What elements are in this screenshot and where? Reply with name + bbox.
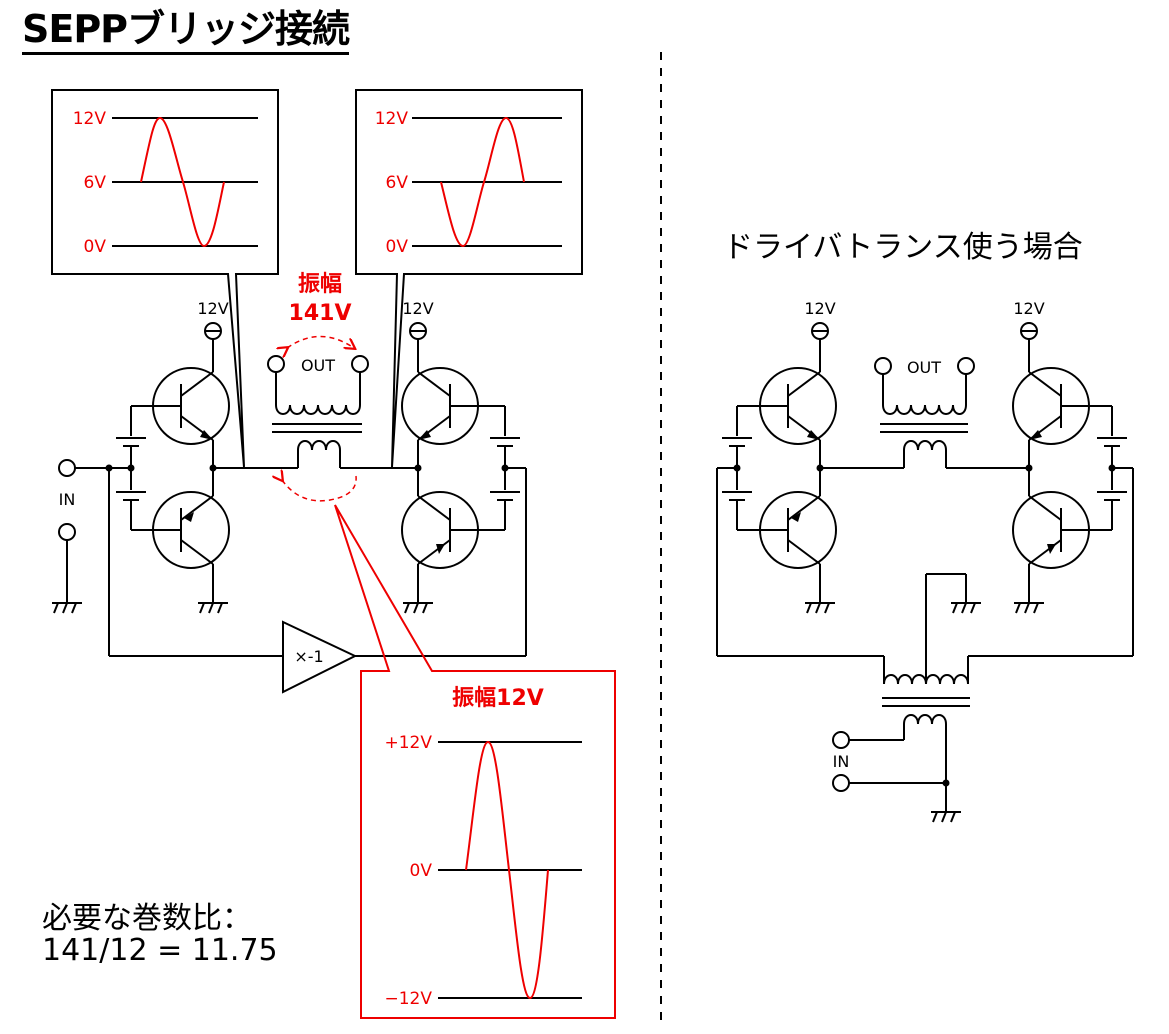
waveform-callout-bottom: 振幅12V +12V 0V −12V (334, 504, 616, 1019)
turns-ratio-formula: 141/12 = 11.75 (42, 933, 278, 968)
level-label: 0V (84, 237, 107, 257)
level-label: −12V (384, 989, 432, 1009)
supply-label-left: 12V (197, 299, 228, 318)
supply-label-left-drv: 12V (804, 299, 835, 318)
input-terminal-left (58, 459, 76, 477)
output-terminal-a (267, 355, 285, 373)
output-label-drv: OUT (907, 358, 941, 377)
page-title: SEPPブリッジ接続 (22, 6, 350, 55)
inverter-label: ×-1 (294, 647, 323, 666)
output-terminal-b (351, 355, 369, 373)
level-label: 6V (386, 173, 409, 193)
turns-ratio-label: 必要な巻数比： (42, 901, 252, 936)
left-circuit: 12V 6V 0V 12V 6V 0V 12V 12V (51, 89, 583, 694)
inverter-amplifier (282, 620, 358, 694)
output-label-left: OUT (301, 356, 335, 375)
level-label: 0V (410, 861, 433, 881)
level-label: +12V (384, 733, 432, 753)
swing-label: 振幅 (298, 272, 342, 297)
driver-transformer-title: ドライバトランス使う場合 (723, 230, 1083, 265)
level-label: 6V (84, 173, 107, 193)
waveform-callout-right: 12V 6V 0V (355, 89, 583, 468)
input-label-drv: IN (833, 752, 850, 771)
right-circuit: 12V 12V (716, 299, 1134, 823)
level-label: 12V (73, 109, 107, 129)
level-label: 0V (386, 237, 409, 257)
swing-arrow-output (287, 335, 354, 349)
swing-arrow-primary (282, 476, 357, 502)
bottom-wave-title: 振幅12V (452, 686, 544, 711)
supply-label-right: 12V (402, 299, 433, 318)
swing-value: 141V (289, 301, 352, 326)
supply-label-right-drv: 12V (1013, 299, 1044, 318)
waveform-callout-left: 12V 6V 0V (51, 89, 279, 468)
level-label: 12V (375, 109, 409, 129)
input-label-left: IN (59, 490, 76, 509)
input-terminal-drv (832, 731, 850, 749)
